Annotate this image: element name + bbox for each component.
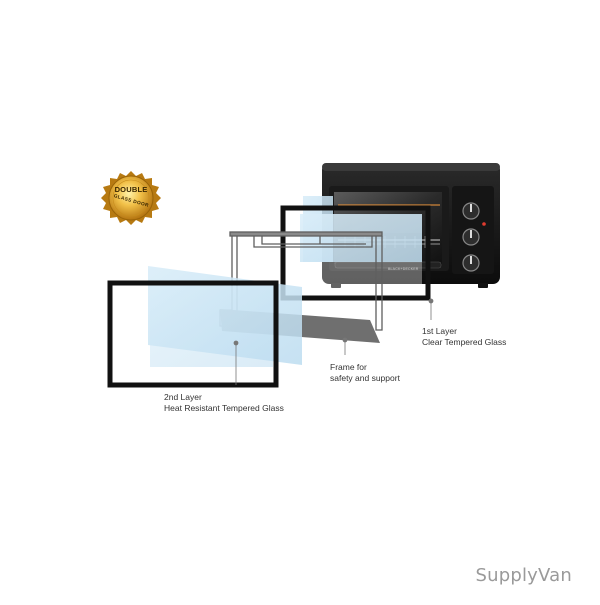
first-layer-glass [280,196,431,301]
badge-line-1: DOUBLE [114,185,148,194]
frame-label: Frame for safety and support [330,362,400,383]
frame-title: Frame for [330,362,367,372]
second-layer-glass [107,266,302,388]
oven-knob-icon [462,228,480,246]
first-layer-label: 1st Layer Clear Tempered Glass [422,326,506,347]
second-layer-title: 2nd Layer [164,392,202,402]
first-layer-title: 1st Layer [422,326,457,336]
supplyvan-watermark: SupplyVan [475,565,572,586]
oven-knob-icon [462,202,480,220]
oven-brand-label: BLACK+DECKER [388,267,419,271]
double-glass-door-badge [101,171,161,225]
oven-knob-icon [462,254,480,272]
second-layer-label: 2nd Layer Heat Resistant Tempered Glass [164,392,284,413]
first-layer-desc: Clear Tempered Glass [422,336,507,347]
power-light-icon [482,222,486,226]
frame-desc: safety and support [330,372,400,383]
callout-pointers [233,298,434,385]
second-layer-desc: Heat Resistant Tempered Glass [164,402,284,413]
